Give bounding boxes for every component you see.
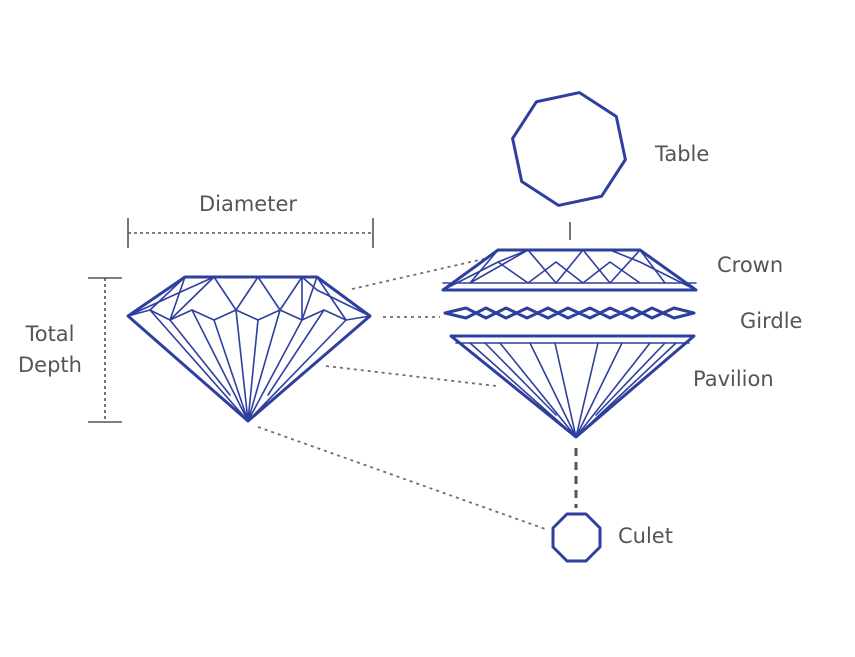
pavilion-label: Pavilion <box>693 367 774 391</box>
table-octagon <box>511 91 627 207</box>
total-depth-label-line2: Depth <box>18 353 82 377</box>
full-diamond-illustration <box>126 275 372 423</box>
girdle-label: Girdle <box>740 309 802 333</box>
diameter-dimension <box>127 218 374 248</box>
total-depth-dimension <box>88 277 122 423</box>
crown-label: Crown <box>717 253 783 277</box>
leader-lines <box>257 257 549 531</box>
total-depth-label-line1: Total <box>24 322 74 346</box>
crown-section <box>441 248 698 292</box>
pavilion-section <box>449 334 696 439</box>
diameter-label: Diameter <box>199 192 297 216</box>
culet-label: Culet <box>618 524 673 548</box>
table-label: Table <box>654 142 709 166</box>
culet-octagon <box>551 512 602 563</box>
girdle-section <box>443 306 696 320</box>
